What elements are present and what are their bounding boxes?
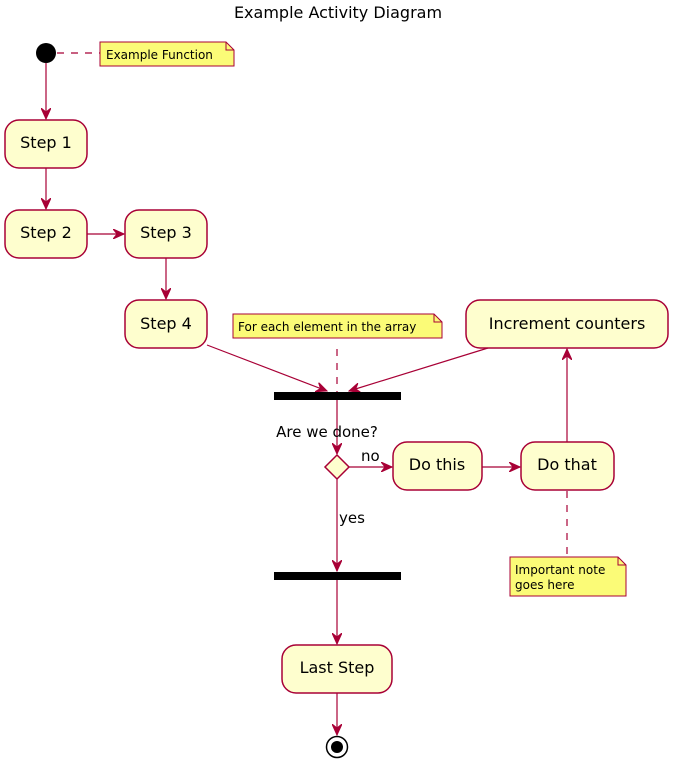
- activity-step1: Step 1: [4, 119, 88, 169]
- note-important: Important note goes here: [509, 556, 627, 597]
- note-example-function-text: Example Function: [106, 48, 213, 62]
- activity-step4-label: Step 4: [140, 314, 192, 333]
- join-bar: [274, 572, 401, 580]
- decision-yes-label: yes: [339, 509, 365, 527]
- decision-no-label: no: [361, 447, 380, 465]
- note-for-each: For each element in the array: [232, 313, 443, 339]
- note-example-function: Example Function: [99, 41, 235, 67]
- activity-step2-label: Step 2: [20, 223, 72, 242]
- activity-do-this-label: Do this: [409, 455, 465, 474]
- note-important-line2: goes here: [515, 578, 574, 592]
- diagram-title: Example Activity Diagram: [234, 3, 442, 22]
- merge-bar: [274, 392, 401, 400]
- activity-step4: Step 4: [124, 299, 208, 349]
- edge-increment-bar: [349, 347, 489, 391]
- note-important-line1: Important note: [515, 563, 605, 577]
- activity-increment-counters: Increment counters: [465, 299, 669, 349]
- edge-step4-bar: [206, 344, 327, 391]
- activity-do-this: Do this: [392, 441, 483, 491]
- activity-do-that-label: Do that: [537, 455, 597, 474]
- activity-step2: Step 2: [4, 209, 88, 259]
- note-for-each-text: For each element in the array: [238, 320, 416, 334]
- decision-diamond: [323, 453, 351, 481]
- activity-increment-label: Increment counters: [489, 314, 646, 333]
- activity-step1-label: Step 1: [20, 133, 72, 152]
- activity-last-step: Last Step: [281, 644, 393, 694]
- activity-step3-label: Step 3: [140, 223, 192, 242]
- end-node: [325, 735, 349, 759]
- decision-question: Are we done?: [276, 423, 378, 441]
- start-node: [36, 43, 56, 63]
- activity-last-step-label: Last Step: [300, 658, 375, 677]
- activity-step3: Step 3: [124, 209, 208, 259]
- activity-do-that: Do that: [520, 441, 615, 491]
